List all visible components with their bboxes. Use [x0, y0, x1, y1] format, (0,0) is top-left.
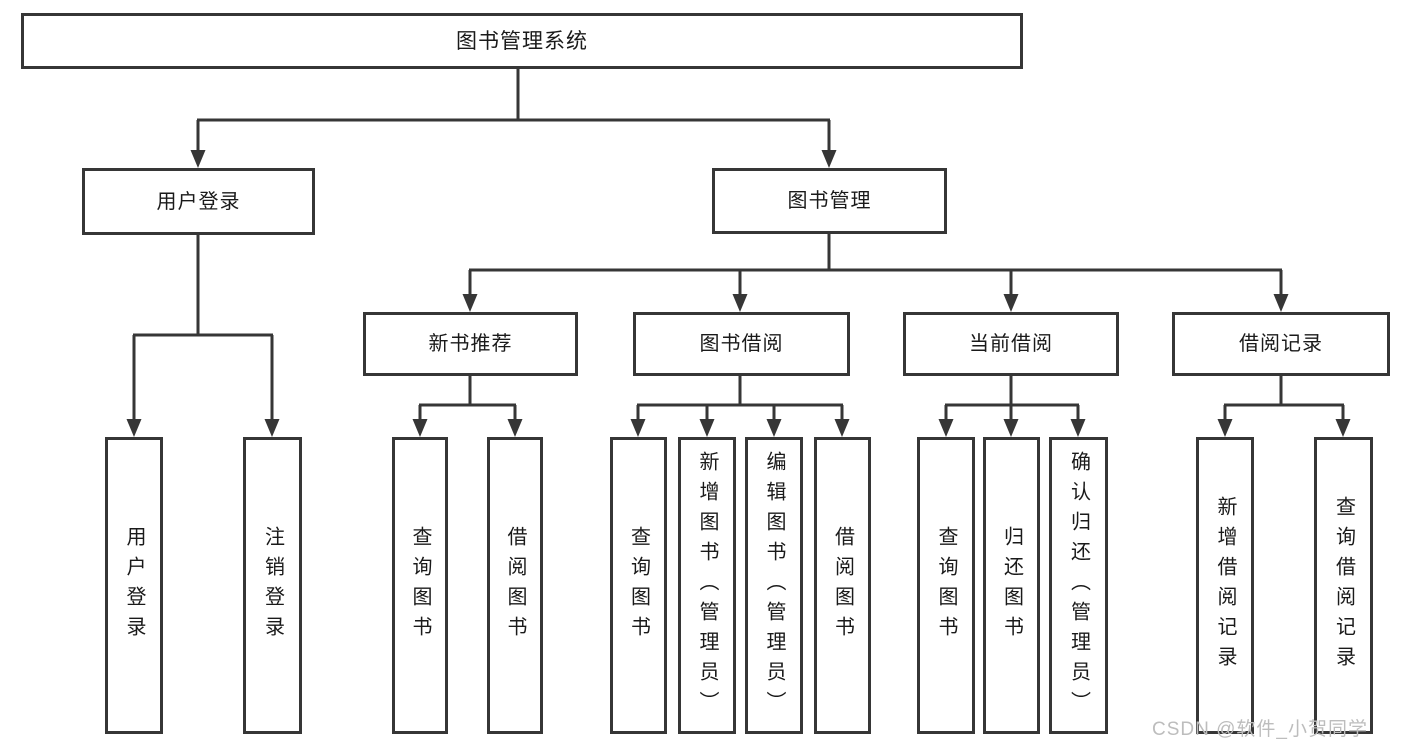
leaf-query-book: 查询图书	[610, 437, 667, 734]
node-book-borrowing: 图书借阅	[633, 312, 850, 376]
leaf-query-book: 查询图书	[392, 437, 448, 734]
leaf-query-book: 查询图书	[917, 437, 975, 734]
node-label: 借阅记录	[1239, 333, 1323, 355]
leaf-return-book: 归还图书	[983, 437, 1040, 734]
node-label: 图书管理系统	[456, 29, 588, 53]
leaf-query-borrow-record: 查询借阅记录	[1314, 437, 1373, 734]
leaf-label: 查询图书	[935, 525, 957, 646]
node-user-login: 用户登录	[82, 168, 315, 235]
node-book-management: 图书管理	[712, 168, 947, 234]
leaf-label: 借阅图书	[504, 525, 526, 646]
leaf-label: 用户登录	[123, 525, 145, 646]
leaf-logout: 注销登录	[243, 437, 302, 734]
node-label: 新书推荐	[428, 333, 513, 355]
leaf-label: 编辑图书（管理员）	[763, 450, 785, 721]
node-label: 图书管理	[787, 190, 872, 212]
node-library-management-system: 图书管理系统	[21, 13, 1023, 69]
connector-path	[132, 68, 1345, 421]
leaf-label: 查询图书	[409, 525, 431, 646]
node-current-borrowing: 当前借阅	[903, 312, 1119, 376]
node-label: 当前借阅	[969, 333, 1053, 355]
leaf-borrow-book: 借阅图书	[487, 437, 543, 734]
leaf-add-borrow-record: 新增借阅记录	[1196, 437, 1254, 734]
node-label: 图书借阅	[699, 333, 784, 355]
leaf-borrow-book: 借阅图书	[814, 437, 871, 734]
leaf-label: 查询图书	[627, 525, 650, 646]
leaf-label: 确认归还（管理员）	[1067, 450, 1090, 721]
leaf-add-book-admin: 新增图书（管理员）	[678, 437, 736, 734]
node-label: 用户登录	[156, 190, 241, 213]
leaf-label: 新增借阅记录	[1214, 495, 1236, 676]
node-borrowing-records: 借阅记录	[1172, 312, 1390, 376]
arrowheads	[126, 150, 1351, 437]
leaf-confirm-return-admin: 确认归还（管理员）	[1049, 437, 1108, 734]
node-new-book-recommendation: 新书推荐	[363, 312, 578, 376]
leaf-label: 新增图书（管理员）	[696, 450, 718, 721]
leaf-label: 注销登录	[261, 525, 284, 646]
leaf-label: 归还图书	[1000, 525, 1023, 646]
leaf-label: 查询借阅记录	[1332, 495, 1355, 676]
csdn-watermark: CSDN @软件_小贺同学	[1152, 719, 1368, 740]
leaf-user-login: 用户登录	[105, 437, 163, 734]
leaf-edit-book-admin: 编辑图书（管理员）	[745, 437, 803, 734]
leaf-label: 借阅图书	[831, 525, 854, 646]
